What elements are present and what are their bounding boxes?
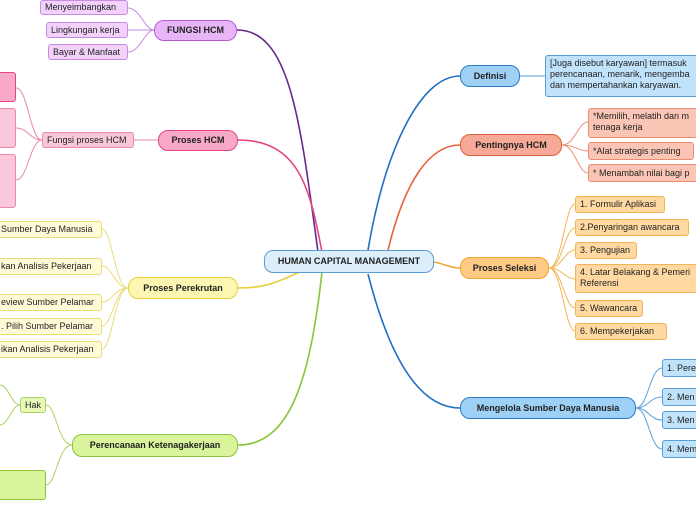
subtopic-hak[interactable]: Hak [20, 397, 46, 413]
topic-mengelola-sdm[interactable]: Mengelola Sumber Daya Manusia [460, 397, 636, 419]
leaf-perencanaan[interactable] [0, 470, 46, 500]
subtopic-seleksi-1[interactable]: 1. Formulir Aplikasi [575, 196, 665, 213]
subtopic-mengelola-2[interactable]: 2. Men [662, 388, 696, 406]
topic-pentingnya-hcm[interactable]: Pentingnya HCM [460, 134, 562, 156]
topic-proses-hcm[interactable]: Proses HCM [158, 130, 238, 151]
subtopic-mengelola-1[interactable]: 1. Pere [662, 359, 696, 377]
topic-fungsi-hcm[interactable]: FUNGSI HCM [154, 20, 237, 41]
subtopic-mengelola-3[interactable]: 3. Men [662, 411, 696, 429]
edge-center-perencanaan [237, 271, 323, 446]
subtopic-seleksi-4[interactable]: 4. Latar Belakang & Pemeri Referensi [575, 264, 696, 293]
subtopic-rekrutan-3[interactable]: eview Sumber Pelamar [0, 294, 102, 311]
subtopic-pentingnya-1[interactable]: *Memilih, melatih dan m tenaga kerja [588, 108, 696, 138]
subtopic-rekrutan-5[interactable]: ikan Analisis Pekerjaan [0, 341, 102, 358]
edge-center-pentingnya [387, 144, 461, 251]
subtopic-fungsi-proses-hcm[interactable]: Fungsi proses HCM [42, 132, 134, 148]
subtopic-menyeimbangkan[interactable]: Menyeimbangkan [40, 0, 128, 15]
leaf-proses-2[interactable] [0, 108, 16, 148]
leaf-proses-3[interactable] [0, 154, 16, 208]
topic-proses-seleksi[interactable]: Proses Seleksi [460, 257, 549, 279]
subtopic-mengelola-4[interactable]: 4. Mem [662, 440, 696, 458]
definisi-description[interactable]: [Juga disebut karyawan] termasuk perenca… [545, 55, 696, 97]
subtopic-rekrutan-2[interactable]: kan Analisis Pekerjaan [0, 258, 102, 275]
central-topic[interactable]: HUMAN CAPITAL MANAGEMENT [264, 250, 434, 273]
topic-proses-perekrutan[interactable]: Proses Perekrutan [128, 277, 238, 299]
subtopic-rekrutan-4[interactable]: . Pilih Sumber Pelamar [0, 318, 102, 335]
edge-center-seleksi [433, 261, 461, 269]
subtopic-seleksi-5[interactable]: 5. Wawancara [575, 300, 643, 317]
edge-center-mengelola [367, 273, 461, 409]
subtopic-pentingnya-3[interactable]: * Menambah nilai bagi p [588, 164, 696, 182]
topic-definisi[interactable]: Definisi [460, 65, 520, 87]
subtopic-lingkungan-kerja[interactable]: Lingkungan kerja [46, 22, 128, 38]
subtopic-seleksi-2[interactable]: 2.Penyaringan awancara [575, 219, 689, 236]
subtopic-seleksi-6[interactable]: 6. Mempekerjakan [575, 323, 667, 340]
edge-center-proses [237, 139, 323, 253]
edge-center-rekrutan [237, 271, 301, 289]
subtopic-rekrutan-1[interactable]: Sumber Daya Manusia [0, 221, 102, 238]
subtopic-pentingnya-2[interactable]: *Alat strategis penting [588, 142, 694, 160]
edge-center-definisi [367, 75, 461, 251]
leaf-proses-1[interactable] [0, 72, 16, 102]
topic-perencanaan-ketenagakerjaan[interactable]: Perencanaan Ketenagakerjaan [72, 434, 238, 457]
subtopic-bayar-manfaat[interactable]: Bayar & Manfaat [48, 44, 128, 60]
subtopic-seleksi-3[interactable]: 3. Pengujian [575, 242, 637, 259]
